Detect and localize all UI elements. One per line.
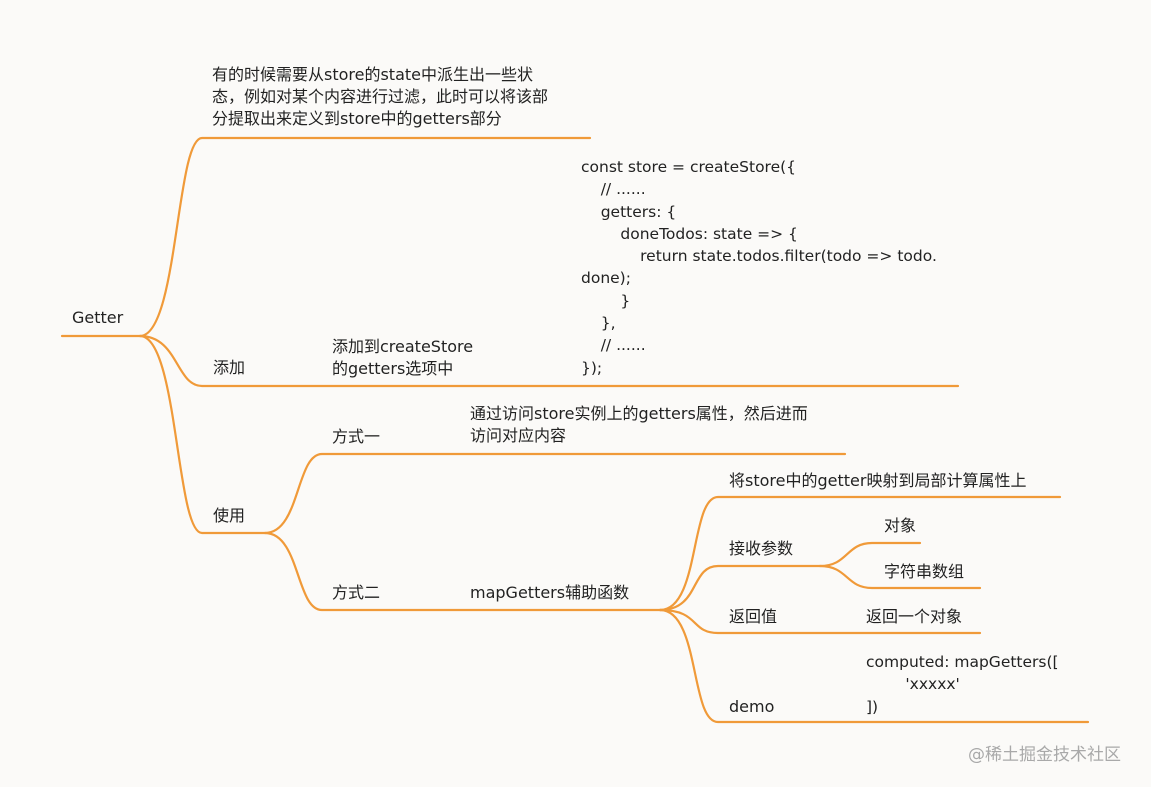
connector-way2-returns	[658, 608, 982, 635]
way1-desc-line: 访问对应内容	[470, 426, 567, 445]
code-line: doneTodos: state => {	[581, 224, 798, 243]
way1-desc-line: 通过访问store实例上的getters属性，然后进而	[470, 404, 808, 423]
add-code-block: const store = createStore({ // ...... ge…	[581, 156, 937, 379]
demo-node[interactable]: demo	[729, 697, 775, 716]
returns-value: 返回一个对象	[866, 607, 963, 626]
use-node[interactable]: 使用	[213, 506, 246, 525]
connector-params-object	[818, 541, 922, 568]
code-line: getters: {	[581, 202, 677, 221]
code-line: });	[581, 358, 603, 377]
way1-node[interactable]: 方式一	[332, 427, 381, 446]
add-desc-line: 添加到createStore	[332, 337, 474, 356]
add-node[interactable]: 添加	[213, 358, 246, 377]
connector-use-way1	[263, 452, 847, 535]
connector-root-intro	[138, 136, 592, 338]
connector-way2-mapdesc	[658, 495, 1062, 612]
connector-root-add	[138, 334, 960, 388]
code-line: },	[581, 314, 616, 333]
connector-way2-params	[658, 564, 822, 612]
code-line: // ......	[581, 180, 646, 199]
map-desc-node: 将store中的getter映射到局部计算属性上	[729, 471, 1027, 490]
intro-line: 分提取出来定义到store中的getters部分	[212, 109, 502, 128]
demo-code-block: computed: mapGetters([ 'xxxxx' ])	[866, 651, 1059, 718]
way1-desc: 通过访问store实例上的getters属性，然后进而 访问对应内容	[470, 403, 808, 447]
param-object: 对象	[884, 516, 917, 535]
code-line: done);	[581, 269, 631, 288]
way2-node[interactable]: 方式二	[332, 583, 381, 602]
connector-way2-demo	[658, 608, 1090, 724]
param-string-array: 字符串数组	[884, 562, 965, 581]
demo-code-line: ])	[866, 697, 879, 716]
add-desc-line: 的getters选项中	[332, 359, 454, 378]
mapgetters-node[interactable]: mapGetters辅助函数	[470, 583, 630, 602]
demo-code-line: 'xxxxx'	[866, 675, 960, 694]
demo-code-line: computed: mapGetters([	[866, 653, 1059, 671]
code-line: const store = createStore({	[581, 158, 797, 176]
returns-node[interactable]: 返回值	[729, 607, 778, 626]
watermark: @稀土掘金技术社区	[968, 745, 1121, 765]
connector-root-use	[138, 334, 267, 535]
intro-line: 态，例如对某个内容进行过滤，此时可以将该部	[212, 87, 549, 106]
connector-params-strarray	[818, 564, 982, 590]
add-desc: 添加到createStore 的getters选项中	[332, 336, 473, 380]
intro-line: 有的时候需要从store的state中派生出一些状	[212, 65, 534, 84]
connector-use-way2	[263, 531, 662, 612]
code-line: return state.todos.filter(todo => todo.	[581, 247, 937, 266]
root-node[interactable]: Getter	[72, 308, 124, 327]
intro-note: 有的时候需要从store的state中派生出一些状 态，例如对某个内容进行过滤，…	[212, 64, 548, 130]
code-line: // ......	[581, 336, 646, 355]
code-line: }	[581, 291, 631, 310]
params-node[interactable]: 接收参数	[729, 539, 794, 558]
